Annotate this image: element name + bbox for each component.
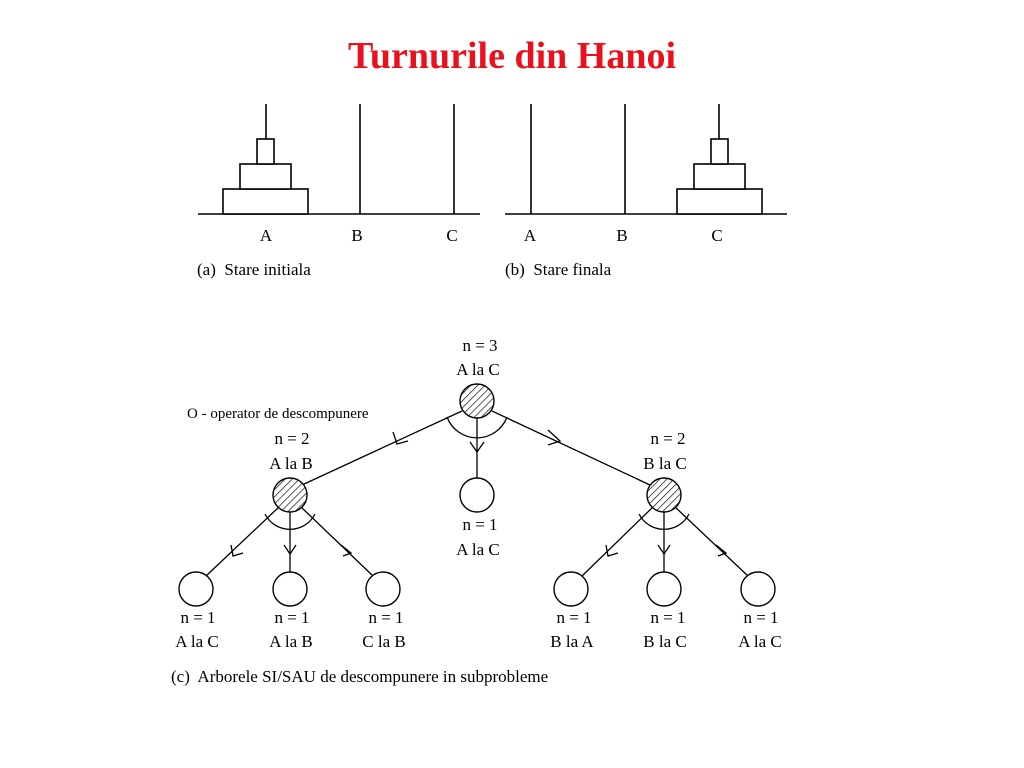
leaf-n-label: n = 1 <box>743 608 778 627</box>
leaf-n-label: n = 1 <box>180 608 215 627</box>
peg-label-a: A <box>524 226 537 245</box>
right-n-label: n = 2 <box>650 429 685 448</box>
leaf-move-label: C la B <box>362 632 405 651</box>
middle-move-label: A la C <box>456 540 499 559</box>
leaf-node <box>178 571 214 607</box>
edge-arrowhead <box>547 429 562 446</box>
edge-arrowhead <box>657 544 671 556</box>
edge-arrowhead <box>283 544 297 556</box>
edge-arrowhead <box>715 544 728 557</box>
disk-small <box>256 138 275 165</box>
edge-arrowhead <box>469 441 485 454</box>
leaf-move-label: A la B <box>269 632 312 651</box>
leaf-node <box>365 571 401 607</box>
and-arc-root <box>446 416 508 439</box>
and-arc-right <box>638 513 690 530</box>
edge-arrowhead <box>392 431 409 445</box>
towers-initial-panel <box>198 104 480 215</box>
peg-label-c: C <box>711 226 722 245</box>
node-right <box>646 477 682 513</box>
disk-large <box>222 188 309 215</box>
edge-left-child-1 <box>205 505 281 577</box>
and-arc-left <box>264 513 316 530</box>
peg-label-a: A <box>260 226 273 245</box>
node-middle <box>459 477 495 513</box>
caption-initial: (a) Stare initiala <box>197 260 311 279</box>
towers-final-panel <box>505 104 787 215</box>
leaf-n-label: n = 1 <box>368 608 403 627</box>
leaf-move-label: A la C <box>738 632 781 651</box>
leaf-n-label: n = 1 <box>274 608 309 627</box>
disk-medium <box>239 163 292 190</box>
leaf-move-label: A la C <box>175 632 218 651</box>
leaf-n-label: n = 1 <box>556 608 591 627</box>
peg-label-b: B <box>616 226 627 245</box>
leaf-node <box>646 571 682 607</box>
disk-large <box>676 188 763 215</box>
right-move-label: B la C <box>643 454 686 473</box>
caption-final: (b) Stare finala <box>505 260 612 279</box>
edge-arrowhead <box>605 544 619 557</box>
leaf-node <box>272 571 308 607</box>
leaf-node <box>740 571 776 607</box>
page-title: Turnurile din Hanoi <box>347 35 677 77</box>
node-left <box>272 477 308 513</box>
edge-right-child-3 <box>673 505 749 577</box>
left-move-label: A la B <box>269 454 312 473</box>
edge-arrowhead <box>230 544 244 557</box>
leaf-move-label: B la A <box>550 632 594 651</box>
peg-label-b: B <box>351 226 362 245</box>
disk-small <box>710 138 729 165</box>
node-root <box>459 383 495 419</box>
edge-root-left <box>301 410 463 486</box>
operator-label: O - operator de descompunere <box>187 406 369 422</box>
edge-left-child-3 <box>299 505 374 577</box>
edge-root-right <box>491 410 651 486</box>
root-move-label: A la C <box>456 360 499 379</box>
leaf-n-label: n = 1 <box>650 608 685 627</box>
root-n-label: n = 3 <box>462 336 497 355</box>
edge-arrowhead <box>340 544 353 557</box>
tree-edges <box>205 410 749 577</box>
leaf-move-label: B la C <box>643 632 686 651</box>
tree-nodes <box>178 383 776 607</box>
peg-label-c: C <box>446 226 457 245</box>
edge-right-child-1 <box>581 505 655 577</box>
caption-tree: (c) Arborele SI/SAU de descompunere in s… <box>171 667 548 686</box>
leaf-node <box>553 571 589 607</box>
disk-medium <box>693 163 746 190</box>
middle-n-label: n = 1 <box>462 515 497 534</box>
left-n-label: n = 2 <box>274 429 309 448</box>
